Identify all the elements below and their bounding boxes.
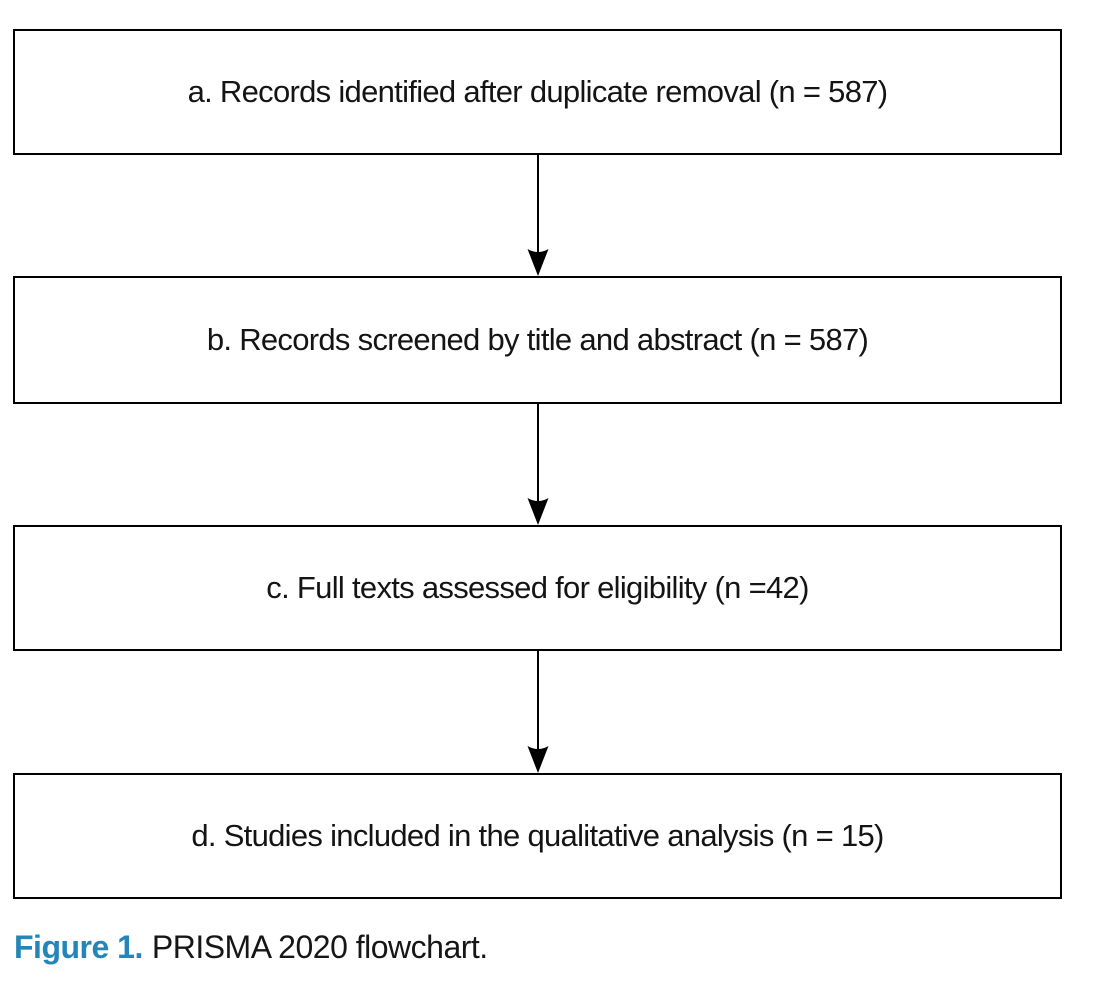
flow-box-studies-included-label: d. Studies included in the qualitative a…: [191, 818, 884, 854]
flow-box-fulltexts-assessed-label: c. Full texts assessed for eligibility (…: [266, 570, 809, 606]
figure-caption: Figure 1.PRISMA 2020 flowchart.: [14, 929, 488, 966]
flow-box-records-identified-label: a. Records identified after duplicate re…: [187, 74, 889, 110]
down-arrow-icon: [527, 155, 549, 276]
down-arrow-icon: [527, 651, 549, 773]
figure-caption-label: Figure 1.: [14, 929, 143, 965]
figure-caption-text: PRISMA 2020 flowchart.: [151, 929, 488, 965]
flow-box-fulltexts-assessed: c. Full texts assessed for eligibility (…: [13, 525, 1062, 651]
down-arrow-icon: [527, 403, 549, 525]
flow-box-records-screened-label: b. Records screened by title and abstrac…: [206, 322, 869, 358]
flow-box-records-screened: b. Records screened by title and abstrac…: [13, 276, 1062, 404]
flow-box-studies-included: d. Studies included in the qualitative a…: [13, 773, 1062, 899]
flow-box-records-identified: a. Records identified after duplicate re…: [13, 29, 1062, 155]
